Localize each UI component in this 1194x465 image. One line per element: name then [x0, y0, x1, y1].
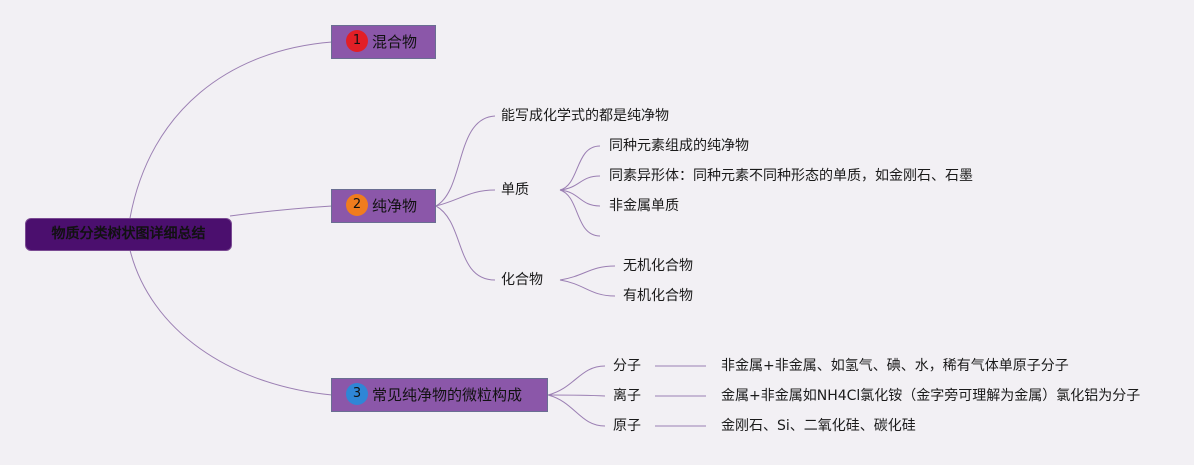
node-particle-detail[interactable]: 金刚石、Si、二氧化硅、碳化硅: [721, 418, 916, 434]
branch-label-pure: 纯净物: [372, 197, 418, 215]
node-compound-item[interactable]: 无机化合物: [623, 258, 693, 274]
node-element-item[interactable]: 同种元素组成的纯净物: [609, 138, 749, 154]
branch-label-mixture: 混合物: [372, 33, 418, 51]
connector-particles-item-2: [547, 394, 606, 397]
connector-element-item-1: [559, 145, 601, 191]
connector-compound-item-1: [559, 265, 616, 281]
node-element-item[interactable]: 同素异形体：同种元素不同种形态的单质，如金刚石、石墨: [609, 168, 973, 184]
connector-root-pure: [229, 205, 333, 217]
node-compound[interactable]: 化合物: [501, 272, 543, 288]
node-particle-molecule[interactable]: 分子: [613, 358, 641, 374]
number-badge-1: 1: [346, 30, 368, 52]
root-label: 物质分类树状图详细总结: [51, 226, 206, 242]
connector-pure-compound: [435, 205, 496, 281]
node-particle-detail[interactable]: 金属+非金属如NH4Cl氯化铵（金字旁可理解为金属）氯化铝为分子: [721, 388, 1141, 404]
connector-element-item-3: [559, 189, 601, 207]
node-formula-note[interactable]: 能写成化学式的都是纯净物: [501, 108, 669, 124]
node-particle-atom[interactable]: 原子: [613, 418, 641, 434]
node-particle-detail[interactable]: 非金属+非金属、如氢气、碘、水，稀有气体单原子分子: [721, 358, 1069, 374]
connector-particles-item-1: [547, 365, 606, 396]
connector-root-mixture: [129, 41, 333, 219]
number-badge-2: 2: [346, 194, 368, 216]
node-element[interactable]: 单质: [501, 182, 529, 198]
connector-element-item-4: [559, 189, 601, 237]
node-particle-ion[interactable]: 离子: [613, 388, 641, 404]
connector-compound-item-2: [559, 279, 616, 297]
branch-label-particles: 常见纯净物的微粒构成: [372, 386, 523, 404]
connector-element-item-2: [559, 175, 601, 191]
number-badge-3: 3: [346, 383, 368, 405]
connector-particles-item-3: [547, 394, 606, 427]
node-element-item[interactable]: 非金属单质: [609, 198, 679, 214]
connector-root-particles: [129, 249, 333, 396]
connector-pure-formula: [435, 115, 496, 207]
root-node[interactable]: 物质分类树状图详细总结: [25, 218, 232, 251]
connector-pure-element: [435, 189, 496, 207]
node-compound-item[interactable]: 有机化合物: [623, 288, 693, 304]
